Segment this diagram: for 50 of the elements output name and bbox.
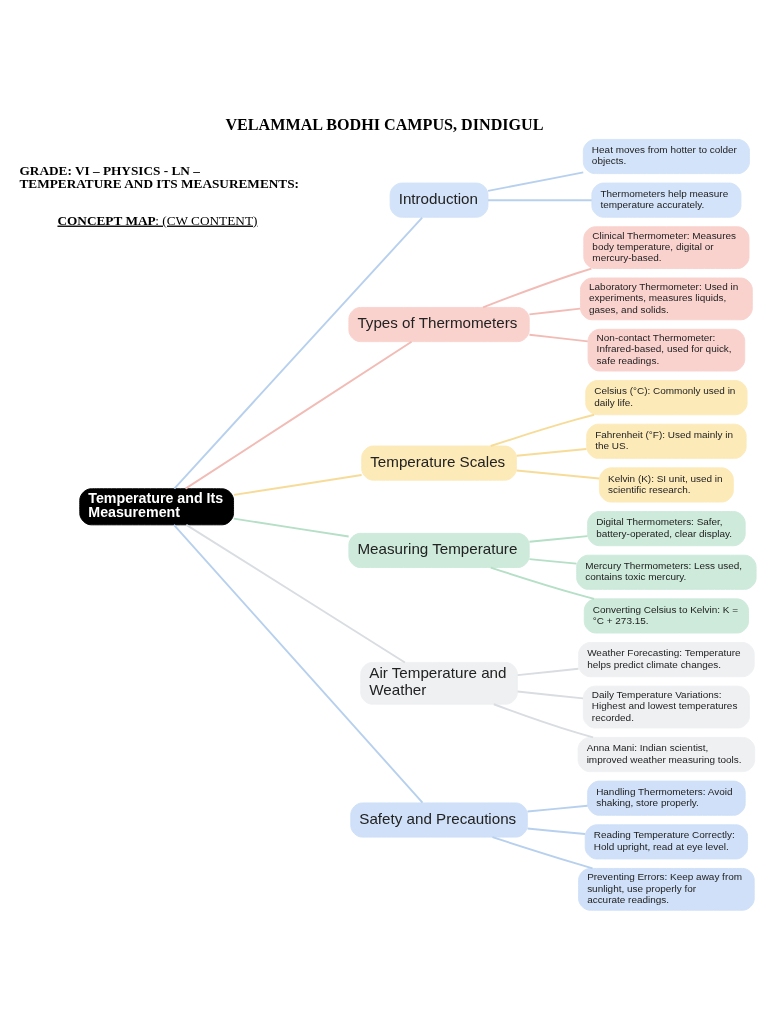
node-box: Temperature and Its Measurement: [79, 488, 235, 526]
diagram-title: VELAMMAL BODHI CAMPUS, DINDIGUL: [225, 115, 544, 133]
connector: [487, 199, 593, 202]
node-box: Mercury Thermometers: Less used, contains toxic mercury.: [576, 554, 757, 590]
connector: [516, 667, 580, 677]
label: CONCEPT MAP: (CW CONTENT): [57, 212, 258, 228]
node-box: Converting Celsius to Kelvin: K = °C + 273.15.: [583, 598, 749, 634]
connector: [528, 558, 578, 565]
connector: [232, 474, 363, 496]
connector: [515, 469, 601, 480]
connector: [516, 690, 585, 700]
node-box: Non-contact Thermometer: Infrared-based, used for quick, safe readings.: [587, 328, 746, 372]
node-box: Air Temperature and Weather: [360, 661, 518, 705]
node-box: Clinical Thermometer: Measures body temperature, digital or mercury-based.: [583, 226, 750, 269]
connector: [489, 566, 596, 600]
node-box: Anna Mani: Indian scientist, improved weather measuring tools.: [577, 736, 756, 773]
connector: [492, 703, 595, 739]
node-box: Safety and Precautions: [350, 802, 528, 838]
node-box: Celsius (°C): Commonly used in daily life.: [585, 380, 748, 416]
node-box: Laboratory Thermometer: Used in experiments, measures liquids, gases, and solids.: [580, 277, 753, 321]
connector: [528, 535, 589, 543]
node-box: Heat moves from hotter to colder objects.: [582, 138, 750, 175]
connector: [515, 448, 588, 457]
connector: [487, 171, 585, 192]
connector: [172, 524, 424, 804]
node-box: Handling Thermometers: Avoid shaking, store properly.: [587, 780, 746, 816]
connector: [526, 804, 589, 813]
connector: [491, 836, 594, 870]
connector: [528, 307, 582, 316]
connector: [232, 517, 350, 538]
node-box: Preventing Errors: Keep away from sunlight, use properly for accurate readings.: [578, 867, 755, 911]
connector: [173, 216, 424, 490]
node-box: Daily Temperature Variations: Highest and lowest temperatures recorded.: [582, 685, 750, 729]
node-box: Types of Thermometers: [348, 306, 530, 343]
node-box: Digital Thermometers: Safer, battery-operated, clear display.: [587, 511, 746, 547]
label: GRADE: VI – PHYSICS - LN – TEMPERATURE AND ITS MEASUREMENTS:: [19, 162, 299, 192]
connector: [184, 340, 413, 490]
connector: [185, 523, 406, 664]
connector: [526, 827, 586, 836]
connector: [482, 267, 593, 309]
node-box: Introduction: [389, 182, 489, 218]
node-box: Weather Forecasting: Temperature helps predict climate changes.: [578, 642, 755, 678]
node-box: Fahrenheit (°F): Used mainly in the US.: [586, 423, 747, 459]
connector: [528, 333, 589, 343]
connector: [489, 413, 596, 447]
node-box: Temperature Scales: [361, 445, 517, 481]
node-box: Reading Temperature Correctly: Hold upright, read at eye level.: [584, 824, 749, 860]
node-box: Measuring Temperature: [348, 532, 530, 568]
node-box: Thermometers help measure temperature accurately.: [591, 182, 742, 218]
node-box: Kelvin (K): SI unit, used in scientific research.: [599, 467, 734, 503]
